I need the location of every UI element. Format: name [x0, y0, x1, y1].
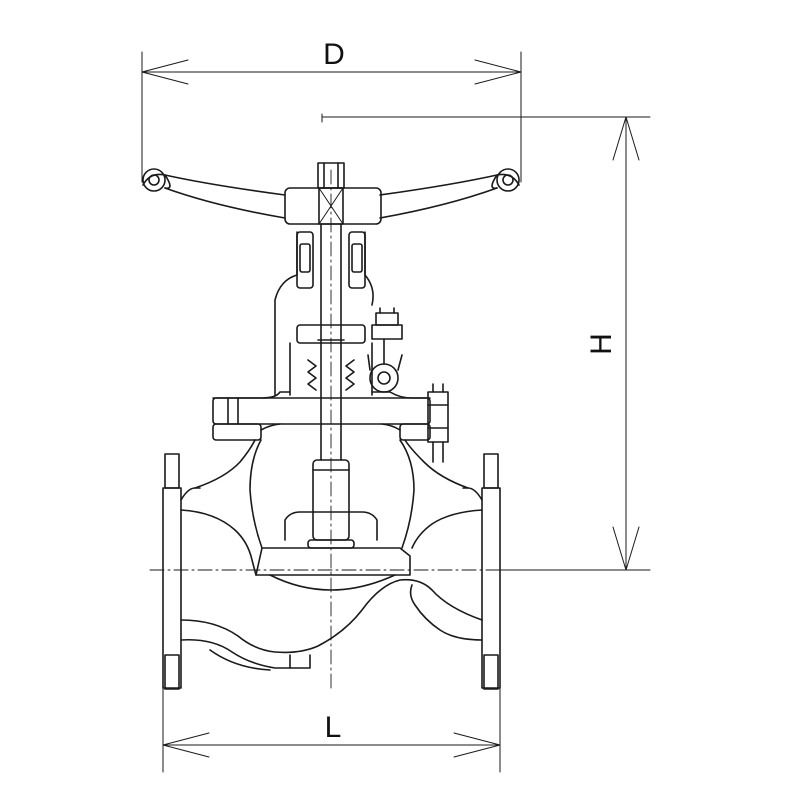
- dimension-h-label: H: [585, 333, 618, 355]
- dimension-d: D: [141, 38, 522, 183]
- dimension-l: L: [162, 687, 501, 773]
- dimension-h: H: [321, 113, 651, 571]
- yoke: [274, 231, 374, 396]
- valve-body: [162, 439, 501, 690]
- stem: [307, 223, 355, 549]
- side-fittings: [367, 307, 449, 463]
- handwheel: [142, 162, 520, 225]
- dimension-d-label: D: [323, 38, 345, 71]
- dimension-l-label: L: [325, 711, 342, 744]
- bonnet-flange: [212, 391, 431, 441]
- centerlines: [149, 169, 521, 691]
